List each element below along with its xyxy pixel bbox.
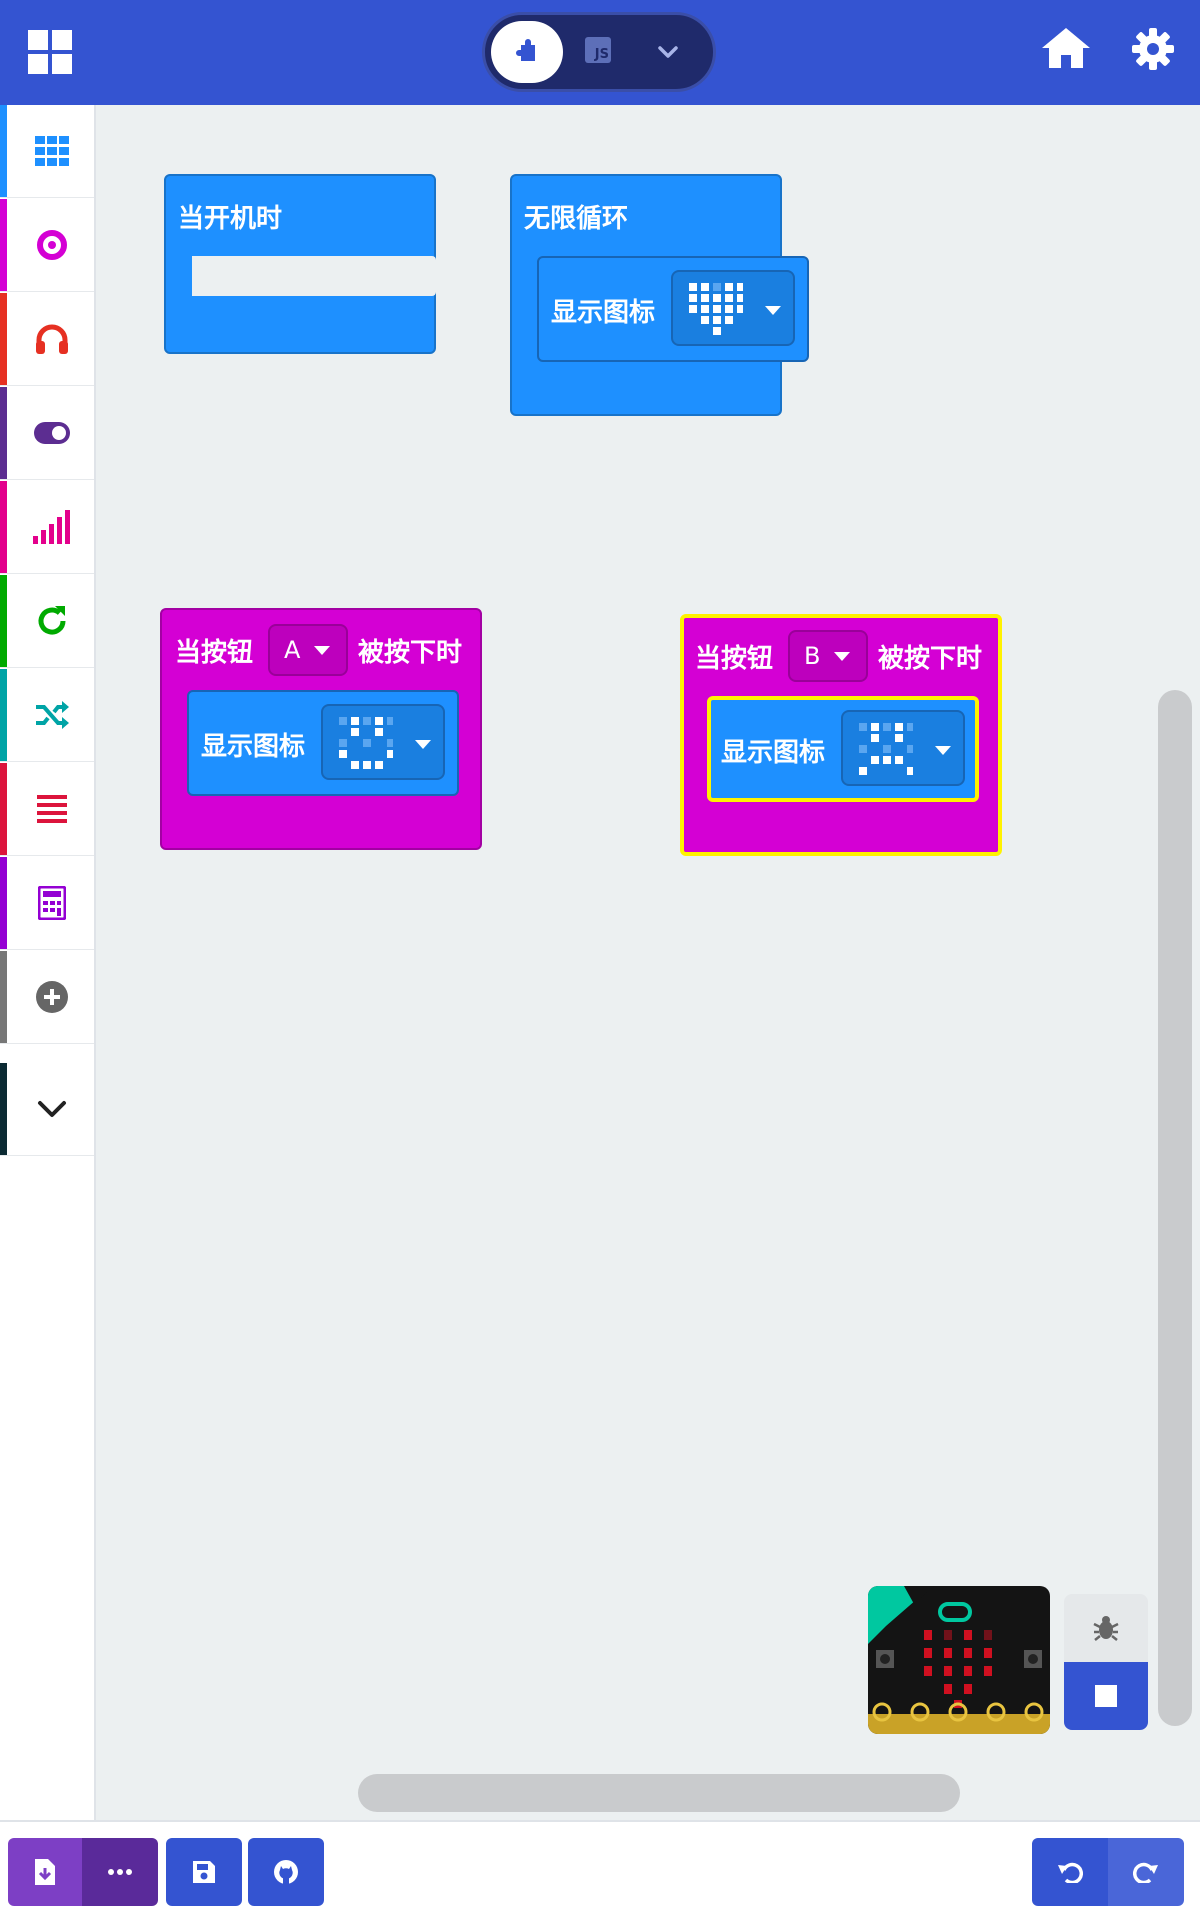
toolbox-sidebar (0, 105, 96, 1820)
more-icon (108, 1869, 132, 1875)
smiley-led-icon (339, 717, 393, 769)
undo-button[interactable] (1032, 1838, 1108, 1906)
save-icon (193, 1861, 215, 1883)
button-b-prefix: 当按钮 (695, 644, 774, 674)
editor-mode-toggle[interactable]: JS (482, 12, 716, 92)
shuffle-icon (36, 701, 69, 729)
button-b-show-icon-label: 显示图标 (721, 738, 826, 768)
headphones-icon (36, 324, 68, 354)
category-advanced[interactable] (0, 1063, 94, 1156)
chevron-down-icon[interactable] (653, 37, 683, 67)
bottom-toolbar (0, 1820, 1200, 1920)
microbit-board-icon (868, 1586, 1050, 1734)
save-button[interactable] (166, 1838, 242, 1906)
category-loops[interactable] (0, 575, 94, 668)
category-variables[interactable] (0, 763, 94, 856)
category-math[interactable] (0, 857, 94, 950)
category-music[interactable] (0, 293, 94, 386)
sad-led-icon (859, 723, 913, 775)
category-basic[interactable] (0, 105, 94, 198)
stop-icon (1095, 1685, 1117, 1707)
home-icon[interactable] (1040, 24, 1092, 72)
category-extensions[interactable] (0, 951, 94, 1044)
category-input[interactable] (0, 199, 94, 292)
toggle-icon (34, 422, 70, 444)
category-logic[interactable] (0, 669, 94, 762)
redo-icon (1133, 1862, 1158, 1883)
stop-button[interactable] (1064, 1662, 1148, 1730)
download-button[interactable] (8, 1838, 82, 1906)
forever-label: 无限循环 (524, 204, 629, 234)
blocks-mode-button[interactable] (491, 21, 563, 83)
gear-icon[interactable] (1130, 26, 1176, 72)
javascript-mode-button[interactable]: JS (585, 37, 611, 63)
redo-button[interactable] (1108, 1838, 1184, 1906)
debug-button[interactable] (1064, 1594, 1148, 1662)
button-b-icon-dropdown[interactable] (841, 710, 965, 786)
signal-icon (33, 510, 70, 544)
simulator-controls (1064, 1594, 1148, 1730)
button-a-prefix: 当按钮 (175, 638, 254, 668)
workspace-horizontal-scrollbar[interactable] (358, 1774, 960, 1812)
calculator-icon (38, 886, 66, 920)
download-icon (35, 1859, 55, 1885)
button-a-dropdown[interactable]: A (268, 624, 348, 676)
heart-led-icon (689, 283, 743, 335)
github-button[interactable] (248, 1838, 324, 1906)
button-b-dropdown[interactable]: B (788, 630, 868, 682)
workspace-vertical-scrollbar[interactable] (1158, 690, 1192, 1726)
microsoft-logo[interactable] (28, 30, 72, 74)
button-a-suffix: 被按下时 (358, 638, 463, 668)
more-download-options-button[interactable] (82, 1838, 158, 1906)
puzzle-icon (516, 39, 535, 61)
bug-icon (1093, 1616, 1119, 1641)
grid-icon (35, 136, 69, 166)
category-led[interactable] (0, 387, 94, 480)
undo-icon (1058, 1862, 1083, 1883)
button-a-show-icon-label: 显示图标 (201, 732, 306, 762)
header-bar: JS (0, 0, 1200, 105)
forever-icon-dropdown[interactable] (671, 270, 795, 346)
plus-circle-icon (36, 981, 68, 1013)
circle-icon (37, 230, 67, 260)
list-icon (37, 795, 67, 823)
refresh-icon (38, 606, 66, 635)
chevron-down-icon (38, 1101, 66, 1117)
button-b-suffix: 被按下时 (878, 644, 983, 674)
forever-show-icon-label: 显示图标 (551, 298, 656, 328)
microbit-simulator[interactable] (868, 1586, 1050, 1734)
button-a-icon-dropdown[interactable] (321, 704, 445, 780)
category-radio[interactable] (0, 481, 94, 574)
on-start-label: 当开机时 (178, 204, 283, 234)
github-icon (274, 1860, 298, 1885)
